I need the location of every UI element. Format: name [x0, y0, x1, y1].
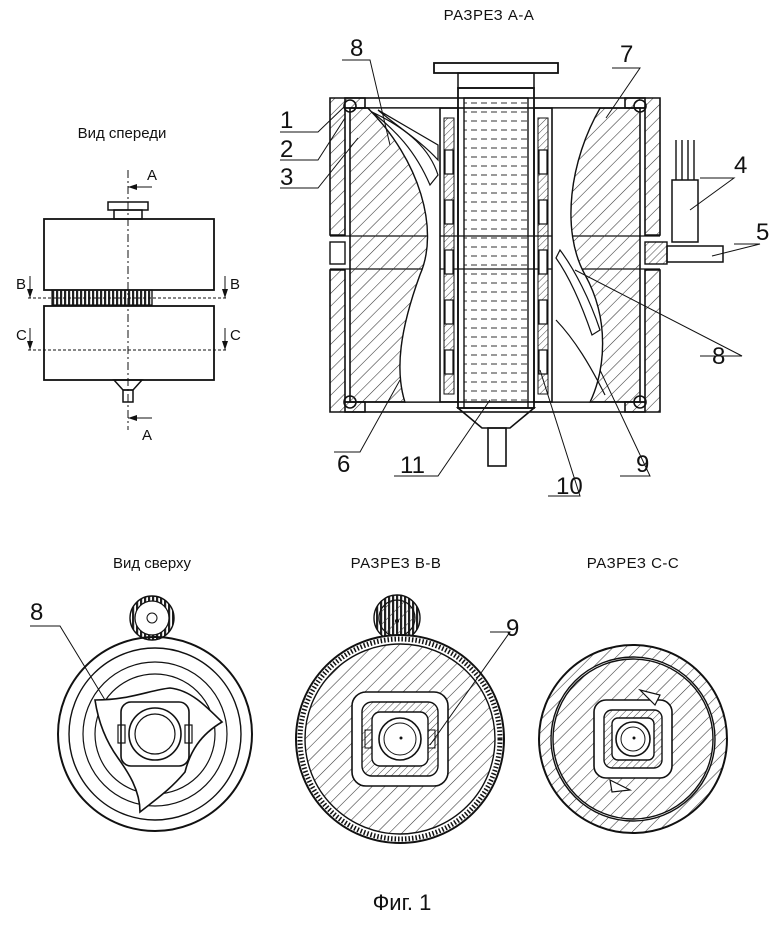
side-pipe-5	[667, 246, 723, 262]
callout-4: 4	[734, 152, 747, 179]
front-lower-body	[44, 306, 214, 380]
callout-3: 3	[280, 164, 293, 191]
mark-b-left: B	[16, 276, 26, 293]
callout-10: 10	[556, 473, 583, 500]
callout-8-right: 8	[712, 343, 725, 370]
section-aa: РАЗРЕЗ А-А	[280, 7, 769, 500]
section-cc: РАЗРЕЗ С-С	[539, 555, 727, 833]
top-view-title: Вид сверху	[113, 555, 192, 572]
callout-5: 5	[756, 219, 769, 246]
section-bb: РАЗРЕЗ В-В 9	[296, 555, 519, 843]
callout-8-topview: 8	[30, 599, 43, 626]
section-aa-title: РАЗРЕЗ А-А	[444, 7, 535, 24]
side-fitting-4	[672, 180, 698, 242]
figure-caption: Фиг. 1	[373, 890, 432, 915]
tube-bottom-cone	[458, 408, 534, 428]
tube-top-flange	[434, 63, 558, 73]
callout-11: 11	[400, 452, 425, 479]
mark-b-right: B	[230, 276, 240, 293]
tube-outlet-pipe	[488, 428, 506, 466]
top-view: Вид сверху 8	[30, 555, 252, 831]
front-gear-band	[52, 290, 152, 305]
section-cc-title: РАЗРЕЗ С-С	[587, 555, 679, 572]
callout-7: 7	[620, 41, 633, 68]
section-bb-title: РАЗРЕЗ В-В	[351, 555, 442, 572]
callout-2: 2	[280, 136, 293, 163]
callout-1: 1	[280, 107, 293, 134]
callout-8-top: 8	[350, 35, 363, 62]
callout-6: 6	[337, 451, 350, 478]
tube-liquid	[464, 98, 528, 408]
mark-c-left: C	[16, 327, 27, 344]
callout-9: 9	[636, 451, 649, 478]
callout-9-bb: 9	[506, 615, 519, 642]
mark-c-right: C	[230, 327, 241, 344]
mark-a-top: A	[147, 167, 157, 184]
front-view-title: Вид спереди	[78, 125, 167, 142]
front-view: Вид спереди A A B B	[16, 125, 241, 444]
mark-a-bottom: A	[142, 427, 152, 444]
front-upper-body	[44, 219, 214, 290]
